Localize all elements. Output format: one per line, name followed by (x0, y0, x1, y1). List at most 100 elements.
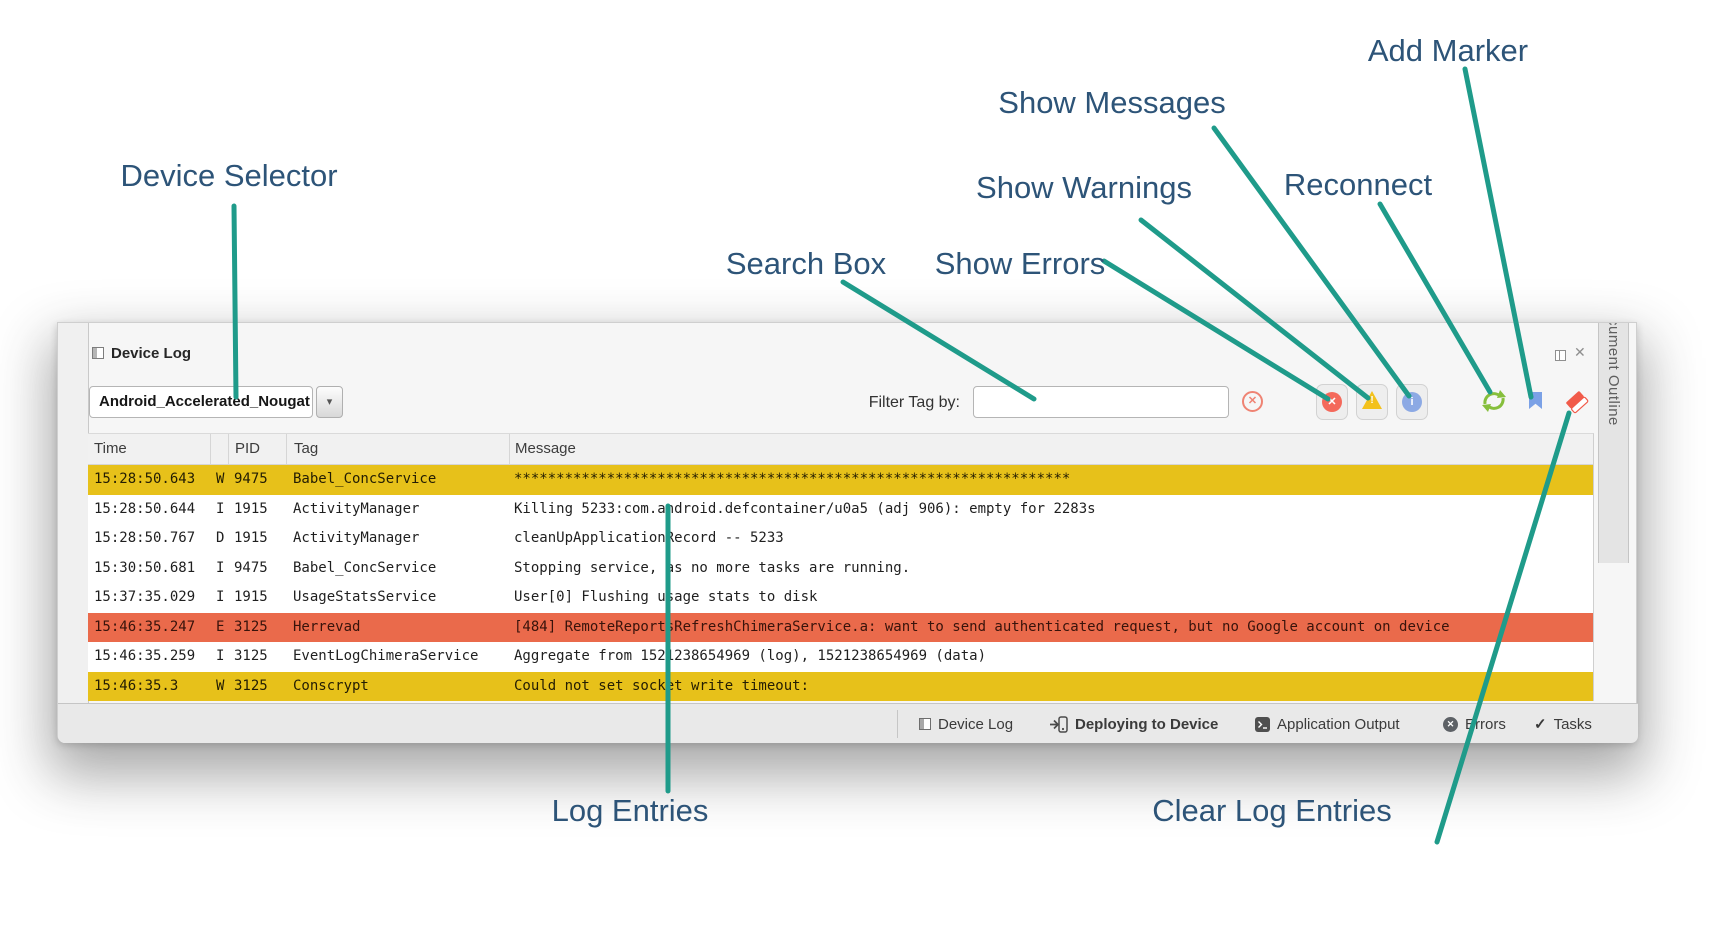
device-selector[interactable]: Android_Accelerated_Nougat (89, 386, 313, 418)
annotation-reconnect: Reconnect (1283, 167, 1433, 202)
log-cell-message: Aggregate from 1521238654969 (log), 1521… (514, 648, 987, 664)
log-cell-pid: 3125 (234, 677, 268, 694)
circled-x-icon: ✕ (1443, 716, 1458, 732)
show-errors-button[interactable]: ✕ (1316, 384, 1348, 420)
status-bar: Device Log Deploying to Device Applicati… (58, 703, 1638, 743)
log-cell-time: 15:30:50.681 (94, 559, 196, 576)
log-cell-time: 15:28:50.767 (94, 530, 196, 546)
column-header-pid: PID (228, 434, 286, 464)
log-cell-level: E (216, 618, 225, 635)
column-header-tag: Tag (286, 434, 509, 464)
column-header-message: Message (509, 434, 1593, 464)
log-cell-message: ****************************************… (514, 471, 1071, 487)
device-selector-arrow[interactable]: ▾ (316, 386, 343, 418)
status-tab-application-output[interactable]: Application Output (1255, 704, 1400, 744)
status-tab-deploying[interactable]: Deploying to Device (1049, 704, 1218, 744)
log-cell-message: cleanUpApplicationRecord -- 5233 (514, 530, 784, 546)
log-cell-tag: EventLogChimeraService (293, 648, 479, 664)
log-row[interactable]: 15:28:50.643 W 9475 Babel_ConcService ******… (88, 465, 1593, 495)
log-cell-message: Killing 5233:com.android.defcontainer/u0… (514, 500, 1096, 517)
filter-tag-input[interactable] (973, 386, 1229, 418)
show-warnings-button[interactable]: ! (1356, 384, 1388, 420)
device-log-window: Device Log ✕ Android_Accelerated_Nougat … (57, 322, 1638, 743)
column-header-time: Time (94, 440, 127, 457)
minimize-pane-icon[interactable] (1555, 350, 1566, 361)
log-cell-message: Could not set socket write timeout: (514, 677, 810, 694)
log-cell-message: Stopping service, as no more tasks are r… (514, 559, 911, 576)
tab-document-outline[interactable]: cument Outline (1598, 323, 1629, 563)
reconnect-icon (1482, 390, 1506, 412)
filter-clear-button[interactable]: ✕ (1242, 391, 1263, 412)
bookmark-icon (1529, 392, 1542, 409)
annotation-add-marker: Add Marker (1367, 33, 1529, 68)
panel-icon (92, 347, 104, 359)
log-row[interactable]: 15:30:50.681 I 9475 Babel_ConcService Stoppi… (88, 554, 1593, 584)
log-cell-time: 15:46:35.259 (94, 648, 196, 664)
deploy-icon (1050, 715, 1068, 733)
status-tab-device-log[interactable]: Device Log (919, 704, 1013, 744)
annotation-show-errors: Show Errors (934, 246, 1106, 281)
clear-log-button[interactable] (1564, 389, 1590, 420)
log-cell-pid: 9475 (234, 559, 268, 576)
log-cell-pid: 3125 (234, 618, 268, 635)
log-cell-pid: 3125 (234, 648, 268, 664)
annotation-device-selector: Device Selector (120, 158, 338, 193)
log-cell-time: 15:37:35.029 (94, 589, 196, 605)
dock-left-edge (58, 323, 89, 743)
annotation-show-warnings: Show Warnings (976, 170, 1192, 205)
log-cell-time: 15:46:35.247 (94, 618, 196, 635)
chevron-down-icon: ▾ (326, 396, 333, 408)
log-cell-tag: Babel_ConcService (293, 559, 437, 576)
log-cell-message: User[0] Flushing usage stats to disk (514, 589, 818, 605)
log-cell-pid: 1915 (234, 589, 268, 605)
pane-title: Device Log (111, 345, 192, 362)
column-header-level (210, 434, 228, 464)
eraser-icon (1566, 391, 1589, 414)
log-row[interactable]: 15:37:35.029 I 1915 UsageStatsService User[0… (88, 583, 1593, 613)
log-cell-level: I (216, 589, 225, 605)
log-cell-pid: 9475 (234, 471, 268, 487)
log-table-header: Time PID Tag Message (88, 433, 1594, 465)
log-cell-tag: UsageStatsService (293, 589, 437, 605)
log-row[interactable]: 15:28:50.644 I 1915 ActivityManager Killing … (88, 495, 1593, 525)
log-cell-tag: ActivityManager (293, 530, 420, 546)
check-icon: ✓ (1534, 716, 1547, 733)
log-cell-level: I (216, 500, 225, 517)
log-cell-pid: 1915 (234, 500, 268, 517)
log-cell-message: [484] RemoteReportsRefreshChimeraService… (514, 618, 1450, 635)
log-row[interactable]: 15:28:50.767 D 1915 ActivityManager cleanUpA… (88, 524, 1593, 554)
log-cell-tag: ActivityManager (293, 500, 420, 517)
log-cell-tag: Babel_ConcService (293, 471, 437, 487)
terminal-icon (1255, 716, 1270, 732)
log-cell-level: D (216, 530, 225, 546)
panel-icon (919, 718, 931, 730)
show-messages-button[interactable]: i (1396, 384, 1428, 420)
log-cell-level: I (216, 559, 225, 576)
status-tab-errors[interactable]: ✕ Errors (1443, 704, 1506, 744)
log-row[interactable]: 15:46:35.259 I 3125 EventLogChimeraService A… (88, 642, 1593, 672)
log-cell-tag: Conscrypt (293, 677, 369, 694)
close-pane-icon[interactable]: ✕ (1574, 344, 1586, 360)
log-row[interactable]: 15:46:35.247 E 3125 Herrevad [484] RemoteRep… (88, 612, 1593, 642)
annotation-log-entries: Log Entries (551, 793, 709, 828)
log-cell-pid: 1915 (234, 530, 268, 546)
add-marker-button[interactable] (1529, 392, 1543, 415)
error-icon: ✕ (1322, 392, 1342, 412)
annotation-search-box: Search Box (725, 246, 887, 281)
info-icon: i (1402, 392, 1422, 412)
annotation-clear-log-entries: Clear Log Entries (1152, 793, 1392, 828)
log-cell-level: W (216, 471, 225, 487)
log-cell-tag: Herrevad (293, 618, 361, 635)
status-tab-tasks[interactable]: ✓ Tasks (1534, 715, 1592, 734)
reconnect-button[interactable] (1481, 388, 1507, 419)
circled-x-icon: ✕ (1247, 395, 1258, 407)
document-outline-label: cument Outline (1605, 323, 1622, 426)
log-cell-time: 15:46:35.3 (94, 677, 179, 694)
log-row[interactable]: 15:46:35.3 W 3125 Conscrypt Could not set so… (88, 671, 1593, 701)
annotation-show-messages: Show Messages (998, 85, 1226, 120)
log-cell-level: I (216, 648, 225, 664)
log-cell-time: 15:28:50.644 (94, 500, 196, 517)
log-cell-level: W (216, 677, 225, 694)
log-cell-time: 15:28:50.643 (94, 471, 196, 487)
